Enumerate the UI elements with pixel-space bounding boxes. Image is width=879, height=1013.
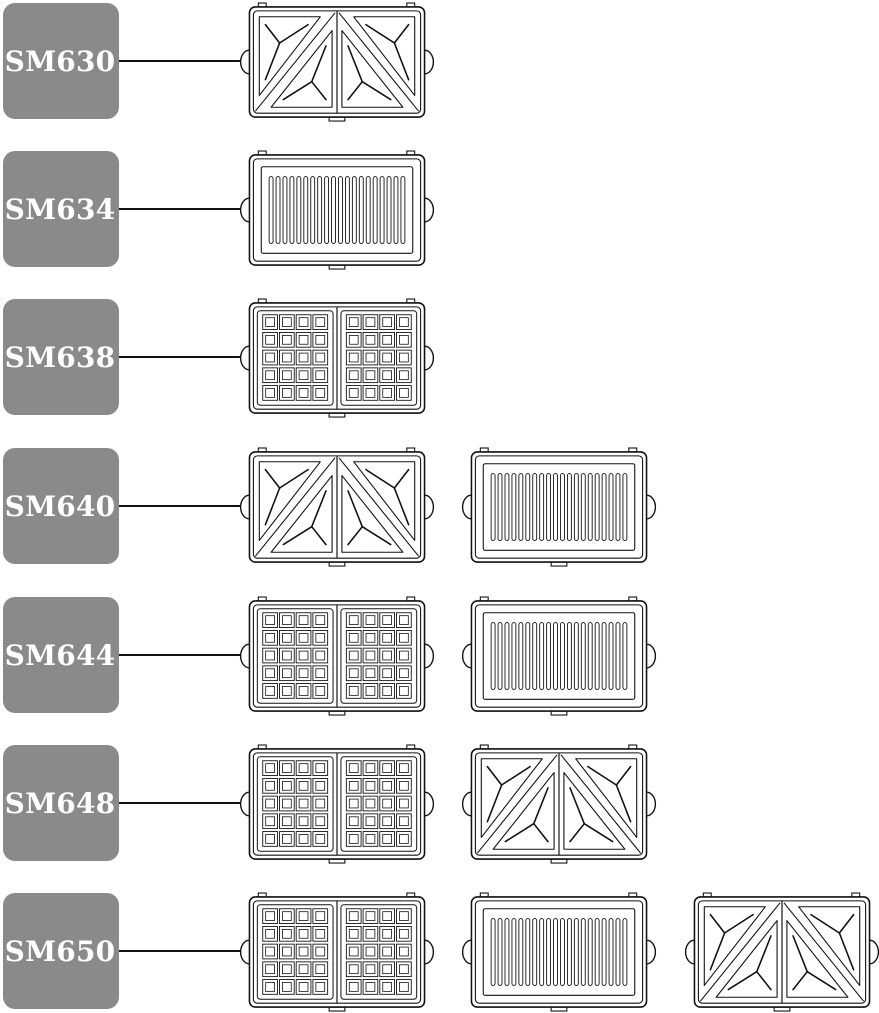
model-label: SM644 xyxy=(3,597,119,713)
model-code: SM648 xyxy=(4,786,116,820)
sandwich-plate-icon xyxy=(684,892,879,1012)
model-row: SM648 xyxy=(0,744,879,864)
model-code: SM638 xyxy=(4,340,116,374)
model-label: SM640 xyxy=(3,448,119,564)
model-code: SM634 xyxy=(4,192,116,226)
model-row: SM644 xyxy=(0,596,879,716)
model-row: SM634 xyxy=(0,150,879,270)
waffle-plate-icon xyxy=(239,744,435,864)
model-label: SM630 xyxy=(3,3,119,119)
grill-plate-icon xyxy=(461,892,657,1012)
model-label: SM650 xyxy=(3,893,119,1009)
model-label: SM638 xyxy=(3,299,119,415)
grill-plate-icon xyxy=(461,596,657,716)
model-code: SM650 xyxy=(4,934,116,968)
sandwich-plate-icon xyxy=(239,2,435,122)
connector-line xyxy=(119,208,240,210)
grill-plate-icon xyxy=(461,447,657,567)
sandwich-plate-icon xyxy=(461,744,657,864)
connector-line xyxy=(119,60,240,62)
grill-plate-icon xyxy=(239,150,435,270)
model-code: SM644 xyxy=(4,638,116,672)
connector-line xyxy=(119,654,240,656)
waffle-plate-icon xyxy=(239,892,435,1012)
waffle-plate-icon xyxy=(239,596,435,716)
model-code: SM640 xyxy=(4,489,116,523)
model-row: SM640 xyxy=(0,447,879,567)
connector-line xyxy=(119,950,240,952)
model-code: SM630 xyxy=(4,44,116,78)
model-row: SM638 xyxy=(0,298,879,418)
connector-line xyxy=(119,356,240,358)
waffle-plate-icon xyxy=(239,298,435,418)
connector-line xyxy=(119,802,240,804)
model-label: SM634 xyxy=(3,151,119,267)
model-row: SM650 xyxy=(0,892,879,1012)
sandwich-plate-icon xyxy=(239,447,435,567)
model-row: SM630 xyxy=(0,2,879,122)
model-label: SM648 xyxy=(3,745,119,861)
connector-line xyxy=(119,505,240,507)
